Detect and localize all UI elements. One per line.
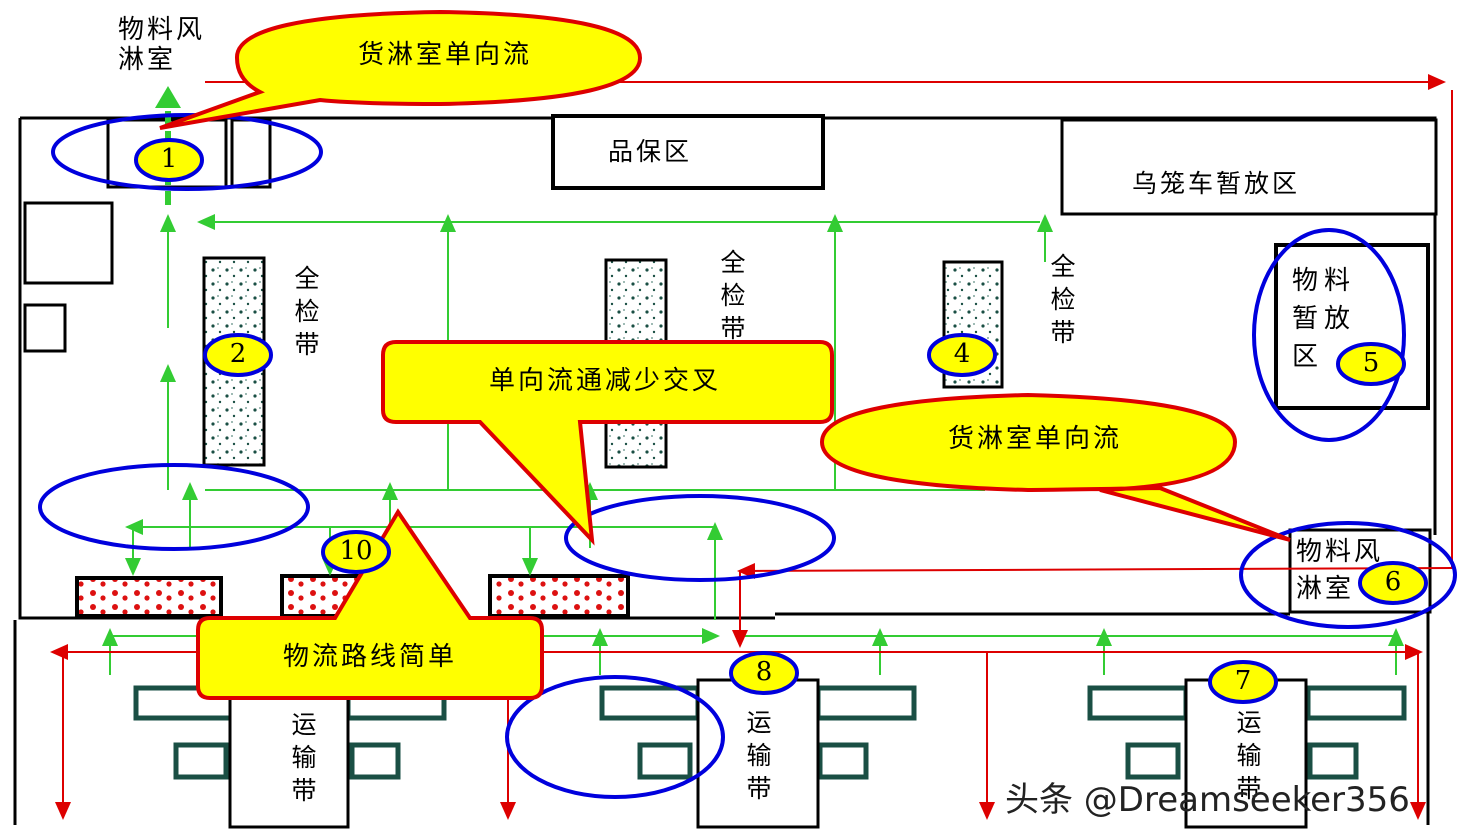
marker-8: 8 — [755, 657, 773, 687]
callout-middle — [381, 340, 834, 546]
watermark: 头条 @Dreamseeker356 — [1005, 780, 1410, 820]
callout-right — [819, 392, 1291, 542]
marker-2: 2 — [229, 339, 247, 369]
quality-zone — [551, 114, 825, 190]
transport-belt-label-3: 运输带 — [1236, 708, 1262, 803]
callout-middle-text: 单向流通减少交叉 — [488, 366, 721, 396]
inspection-belt-label-1: 全检带 — [294, 264, 320, 359]
quality-zone-label: 品保区 — [608, 137, 693, 166]
callout-right-text: 货淋室单向流 — [947, 424, 1122, 454]
callout-top — [159, 9, 643, 130]
inspection-belt-label-2: 全检带 — [720, 248, 746, 343]
markers — [134, 138, 1428, 704]
transport-belt-label-1: 运输带 — [291, 710, 317, 805]
cart-zone — [1060, 118, 1438, 216]
highlight-ellipses — [38, 113, 1457, 799]
callout-bottom-text: 物流路线简单 — [282, 642, 457, 672]
material-temp-label: 物料暂放区 — [1292, 266, 1357, 372]
green-flow-lines — [102, 214, 1404, 675]
transport-belt-label-2: 运输带 — [746, 708, 772, 803]
marker-1: 1 — [160, 144, 178, 174]
top-shower-label: 物料风淋室 — [118, 15, 206, 75]
callout-bottom — [196, 508, 544, 700]
marker-4: 4 — [953, 339, 971, 369]
callout-top-text: 货淋室单向流 — [357, 40, 532, 70]
cart-zone-label: 乌笼车暂放区 — [1132, 169, 1301, 198]
marker-7: 7 — [1234, 666, 1252, 696]
inspection-belt-label-3: 全检带 — [1050, 252, 1076, 347]
marker-5: 5 — [1362, 348, 1380, 378]
marker-10: 10 — [339, 536, 373, 566]
marker-6: 6 — [1384, 567, 1402, 597]
shower-room-6-label: 物料风淋室 — [1296, 537, 1384, 604]
